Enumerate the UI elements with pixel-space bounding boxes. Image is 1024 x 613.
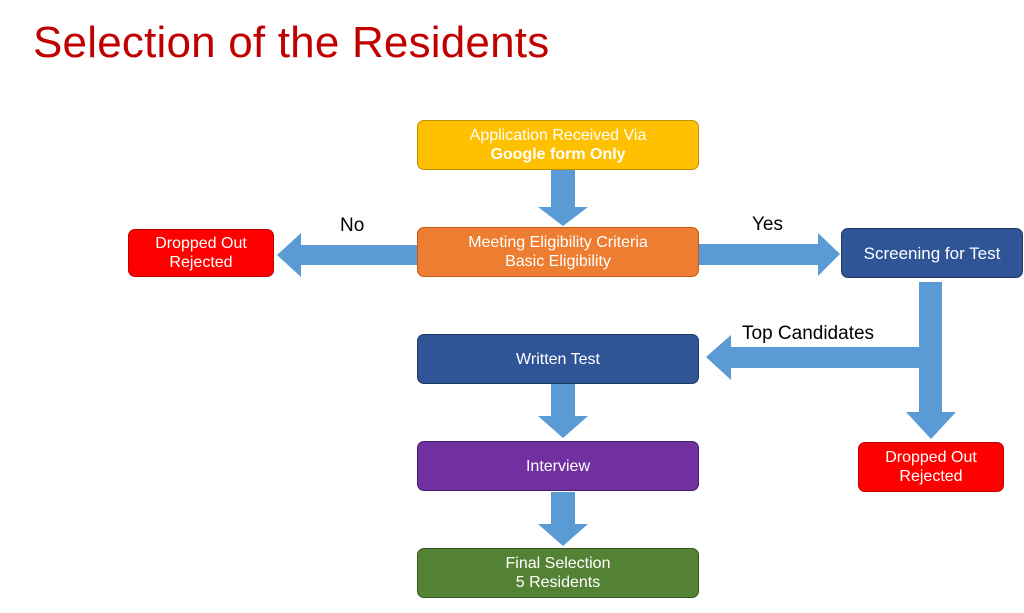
node-dropped-left-line1: Dropped Out	[155, 235, 247, 252]
node-dropped-right: Dropped Out Rejected	[858, 442, 1004, 492]
node-screening: Screening for Test	[841, 228, 1023, 278]
node-final-line2: 5 Residents	[515, 574, 601, 591]
arrow-written-to-interview	[538, 384, 588, 438]
arrow-yes-to-screening	[699, 233, 840, 276]
node-written-test: Written Test	[417, 334, 699, 384]
page-title: Selection of the Residents	[33, 18, 550, 67]
arrow-application-to-eligibility	[538, 170, 588, 226]
edge-label-no: No	[340, 215, 365, 236]
edge-label-top-candidates: Top Candidates	[742, 323, 875, 344]
node-eligibility-line2: Basic Eligibility	[505, 253, 611, 270]
node-dropped-right-line2: Rejected	[899, 468, 963, 485]
node-eligibility-line1: Meeting Eligibility Criteria	[468, 234, 648, 251]
node-interview-line1: Interview	[525, 457, 591, 475]
node-final-line1: Final Selection	[505, 555, 611, 572]
node-application: Application Received Via Google form Onl…	[417, 120, 699, 170]
node-final: Final Selection 5 Residents	[417, 548, 699, 598]
node-eligibility: Meeting Eligibility Criteria Basic Eligi…	[417, 227, 699, 277]
node-screening-line1: Screening for Test	[863, 243, 1001, 263]
arrow-top-candidates-to-written-test	[706, 335, 919, 380]
node-application-line1: Application Received Via	[469, 127, 647, 144]
node-application-line2: Google form Only	[490, 146, 626, 163]
node-dropped-left: Dropped Out Rejected	[128, 229, 274, 277]
arrow-no-to-dropped	[277, 233, 418, 277]
node-interview: Interview	[417, 441, 699, 491]
arrow-screening-to-dropped	[906, 282, 956, 439]
edge-label-yes: Yes	[752, 214, 783, 235]
node-dropped-right-line1: Dropped Out	[885, 449, 977, 466]
arrow-interview-to-final	[538, 492, 588, 546]
node-written-test-line1: Written Test	[516, 350, 600, 368]
node-dropped-left-line2: Rejected	[169, 254, 233, 271]
